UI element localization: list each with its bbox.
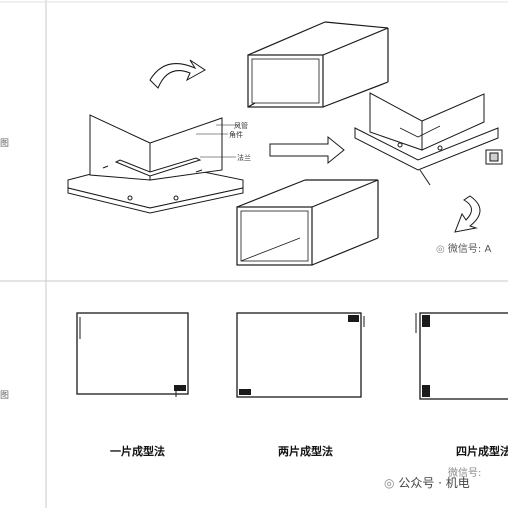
caption-four-piece: 四片成型法 — [456, 445, 508, 458]
watermark-top: ◎ 微信号: A — [436, 244, 492, 255]
assembly-illustration: 角件 风管 法兰 — [67, 21, 503, 266]
caption-one-piece: 一片成型法 — [110, 445, 165, 458]
callout-corner: 角件 — [229, 130, 243, 139]
callout-flange: 法兰 — [237, 153, 251, 162]
four-piece-rect — [415, 312, 508, 400]
duct-top — [247, 21, 389, 108]
two-piece-rect — [236, 312, 365, 398]
corner-assembly-right — [354, 92, 503, 186]
duct-bottom — [236, 179, 379, 266]
watermark-bottom: ◎ 公众号 · 机电 — [384, 476, 470, 490]
one-piece-rect — [76, 312, 189, 397]
rotate-arrow-top — [149, 59, 206, 89]
rotate-arrow-bottom — [454, 195, 481, 233]
process-arrow — [269, 135, 345, 165]
forming-methods — [76, 312, 508, 400]
wechat-icon: ◎ — [384, 476, 395, 490]
callout-duct: 风管 — [234, 121, 248, 130]
wechat-icon: ◎ — [436, 244, 445, 255]
row2-label-fragment: 图 — [0, 391, 10, 401]
corner-assembly-left — [67, 114, 244, 214]
caption-two-piece: 两片成型法 — [278, 445, 333, 458]
watermark-bottom-back: 微信号: — [448, 468, 482, 479]
row1-label-fragment: 图 — [0, 139, 10, 149]
